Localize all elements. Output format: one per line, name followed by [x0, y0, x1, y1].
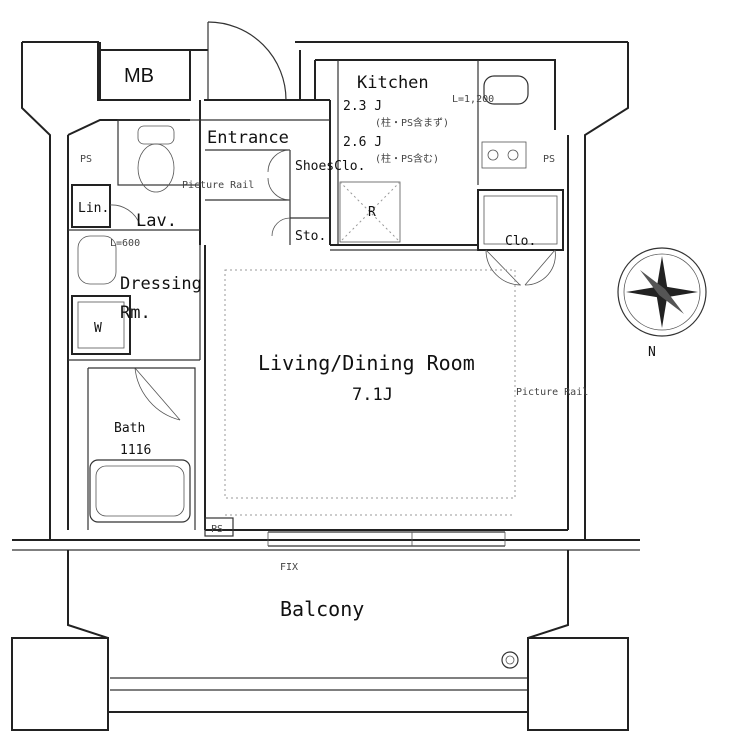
- ps-label-1: PS: [80, 154, 92, 165]
- linen-label: Lin.: [78, 201, 109, 216]
- vanity-length: L=600: [110, 238, 140, 249]
- ps-label-3: PS: [211, 524, 223, 535]
- dressing-label-1: Dressing: [120, 274, 202, 294]
- kitchen-size-1: 2.3 J: [343, 99, 382, 114]
- kitchen-size-2: 2.6 J: [343, 135, 382, 150]
- entrance-label: Entrance: [207, 128, 289, 148]
- picture-rail-label-2: Picture Rail: [516, 387, 588, 398]
- living-label: Living/Dining Room: [258, 351, 475, 375]
- closet-label: Clo.: [505, 234, 536, 249]
- living-area: [204, 245, 568, 547]
- refrigerator-label: R: [368, 205, 376, 220]
- compass: [617, 247, 707, 337]
- bath-label: Bath: [114, 421, 145, 436]
- kitchen-note-2: (柱・PS含む): [375, 152, 439, 165]
- lavatory-label: Lav.: [136, 211, 177, 231]
- balcony-label: Balcony: [280, 597, 364, 621]
- outer-walls: [11, 41, 640, 731]
- dressing-label-2: Rm.: [120, 303, 151, 323]
- kitchen-area: [314, 59, 564, 286]
- shoes-closet-label: ShoesClo.: [295, 159, 365, 174]
- ps-label-2: PS: [543, 154, 555, 165]
- counter-length: L=1,200: [452, 94, 494, 105]
- compass-north-label: N: [648, 345, 656, 360]
- storage-label: Sto.: [295, 229, 326, 244]
- fix-label: FIX: [280, 562, 298, 573]
- kitchen-note-1: (柱・PS含まず): [375, 116, 449, 129]
- mb-label: MB: [124, 65, 154, 87]
- picture-rail-label-1: Picture Rail: [182, 180, 254, 191]
- living-size: 7.1J: [352, 385, 393, 405]
- washer-label: W: [94, 321, 102, 336]
- kitchen-label: Kitchen: [357, 73, 429, 93]
- bath-size: 1116: [120, 443, 151, 458]
